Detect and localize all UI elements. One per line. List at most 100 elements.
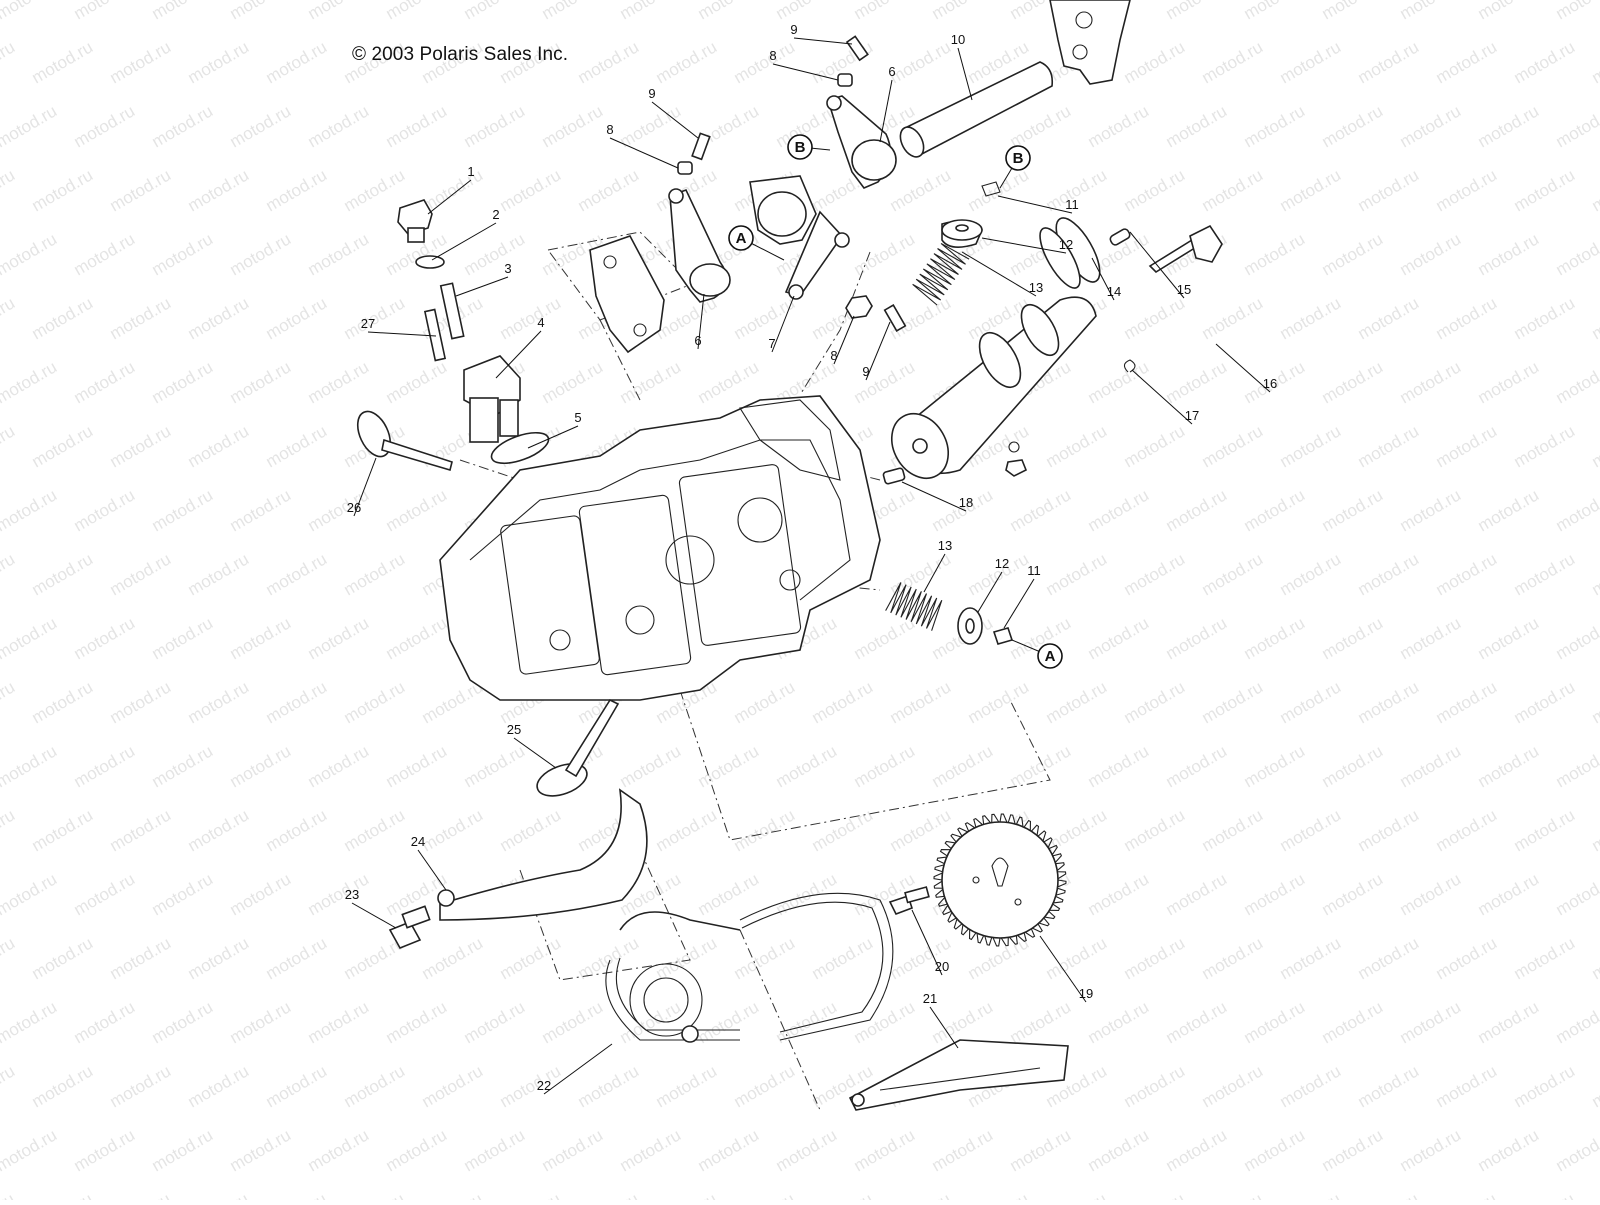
- watermark-text: motod.ru: [71, 357, 139, 407]
- watermark-text: motod.ru: [1199, 549, 1267, 599]
- watermark-text: motod.ru: [1199, 1061, 1267, 1111]
- watermark-text: motod.ru: [1121, 37, 1189, 87]
- watermark-text: motod.ru: [731, 37, 799, 87]
- valve-exhaust: [533, 700, 618, 802]
- part-number-label: 14: [1107, 284, 1121, 299]
- part-number-label: 1: [467, 164, 474, 179]
- watermark-text: motod.ru: [1199, 421, 1267, 471]
- watermark-text: motod.ru: [0, 101, 60, 151]
- watermark-text: motod.ru: [149, 357, 217, 407]
- watermark-text: motod.ru: [1553, 869, 1600, 919]
- watermark-text: motod.ru: [227, 1125, 295, 1175]
- watermark-text: motod.ru: [1589, 1189, 1600, 1200]
- watermark-text: motod.ru: [1355, 1189, 1423, 1200]
- watermark-text: motod.ru: [1553, 997, 1600, 1047]
- part-number-label: 21: [923, 991, 937, 1006]
- watermark-text: motod.ru: [1043, 677, 1111, 727]
- watermark-text: motod.ru: [149, 997, 217, 1047]
- watermark-text: motod.ru: [1085, 485, 1153, 535]
- watermark-text: motod.ru: [1319, 741, 1387, 791]
- part-number-label: 20: [935, 959, 949, 974]
- watermark-text: motod.ru: [263, 549, 331, 599]
- watermark-text: motod.ru: [653, 1189, 721, 1200]
- watermark-text: motod.ru: [305, 357, 373, 407]
- watermark-text: motod.ru: [29, 1189, 97, 1200]
- watermark-text: motod.ru: [0, 997, 60, 1047]
- part-number-label: 6: [888, 64, 895, 79]
- watermark-text: motod.ru: [539, 0, 607, 23]
- watermark-text: motod.ru: [617, 1125, 685, 1175]
- watermark-text: motod.ru: [0, 1125, 60, 1175]
- watermark-text: motod.ru: [305, 1125, 373, 1175]
- part-number-label: 8: [769, 48, 776, 63]
- watermark-text: motod.ru: [695, 869, 763, 919]
- watermark-text: motod.ru: [227, 869, 295, 919]
- watermark-text: motod.ru: [1241, 1125, 1309, 1175]
- watermark-text: motod.ru: [419, 677, 487, 727]
- watermark-text: motod.ru: [929, 1125, 997, 1175]
- watermark-text: motod.ru: [1433, 677, 1501, 727]
- watermark-text: motod.ru: [929, 485, 997, 535]
- watermark-text: motod.ru: [305, 741, 373, 791]
- watermark-text: motod.ru: [107, 805, 175, 855]
- watermark-text: motod.ru: [383, 741, 451, 791]
- watermark-text: motod.ru: [1397, 741, 1465, 791]
- watermark-text: motod.ru: [383, 613, 451, 663]
- watermark-text: motod.ru: [731, 1189, 799, 1200]
- watermark-text: motod.ru: [1433, 293, 1501, 343]
- watermark-text: motod.ru: [851, 357, 919, 407]
- watermark-text: motod.ru: [305, 229, 373, 279]
- part-number-label: 12: [995, 556, 1009, 571]
- watermark-text: motod.ru: [341, 677, 409, 727]
- watermark-text: motod.ru: [1121, 421, 1189, 471]
- watermark-text: motod.ru: [1589, 421, 1600, 471]
- watermark-text: motod.ru: [773, 0, 841, 23]
- watermark-text: motod.ru: [461, 997, 529, 1047]
- watermark-text: motod.ru: [227, 101, 295, 151]
- watermark-text: motod.ru: [965, 933, 1033, 983]
- watermark-text: motod.ru: [29, 165, 97, 215]
- watermark-text: motod.ru: [263, 165, 331, 215]
- watermark-text: motod.ru: [1319, 485, 1387, 535]
- part-number-label: 25: [507, 722, 521, 737]
- watermark-text: motod.ru: [1121, 805, 1189, 855]
- watermark-text: motod.ru: [653, 933, 721, 983]
- watermark-text: motod.ru: [1511, 37, 1579, 87]
- watermark-text: motod.ru: [653, 37, 721, 87]
- watermark-text: motod.ru: [71, 229, 139, 279]
- watermark-text: motod.ru: [1277, 37, 1345, 87]
- watermark-text: motod.ru: [1553, 357, 1600, 407]
- watermark-text: motod.ru: [1397, 0, 1465, 23]
- watermark-text: motod.ru: [1589, 933, 1600, 983]
- watermark-text: motod.ru: [575, 1189, 643, 1200]
- watermark-text: motod.ru: [0, 869, 60, 919]
- watermark-text: motod.ru: [1433, 421, 1501, 471]
- watermark-text: motod.ru: [1475, 357, 1543, 407]
- watermark-text: motod.ru: [1085, 101, 1153, 151]
- watermark-text: motod.ru: [1163, 1125, 1231, 1175]
- watermark-text: motod.ru: [497, 1189, 565, 1200]
- watermark-text: motod.ru: [1511, 293, 1579, 343]
- watermark-text: motod.ru: [1475, 0, 1543, 23]
- watermark-text: motod.ru: [185, 933, 253, 983]
- watermark-text: motod.ru: [1241, 997, 1309, 1047]
- watermark-text: motod.ru: [1589, 37, 1600, 87]
- watermark-text: motod.ru: [1043, 549, 1111, 599]
- watermark-text: motod.ru: [851, 0, 919, 23]
- watermark-text: motod.ru: [305, 613, 373, 663]
- callout-letter: A: [1045, 648, 1056, 665]
- watermark-text: motod.ru: [107, 677, 175, 727]
- watermark-text: motod.ru: [1355, 549, 1423, 599]
- watermark-text: motod.ru: [695, 1125, 763, 1175]
- watermark-text: motod.ru: [1511, 933, 1579, 983]
- watermark-text: motod.ru: [1319, 869, 1387, 919]
- watermark-text: motod.ru: [1121, 677, 1189, 727]
- watermark-text: motod.ru: [305, 0, 373, 23]
- watermark-text: motod.ru: [1199, 677, 1267, 727]
- watermark-text: motod.ru: [419, 805, 487, 855]
- watermark-text: motod.ru: [1433, 1061, 1501, 1111]
- watermark-text: motod.ru: [887, 165, 955, 215]
- watermark-text: motod.ru: [0, 549, 18, 599]
- watermark-text: motod.ru: [185, 165, 253, 215]
